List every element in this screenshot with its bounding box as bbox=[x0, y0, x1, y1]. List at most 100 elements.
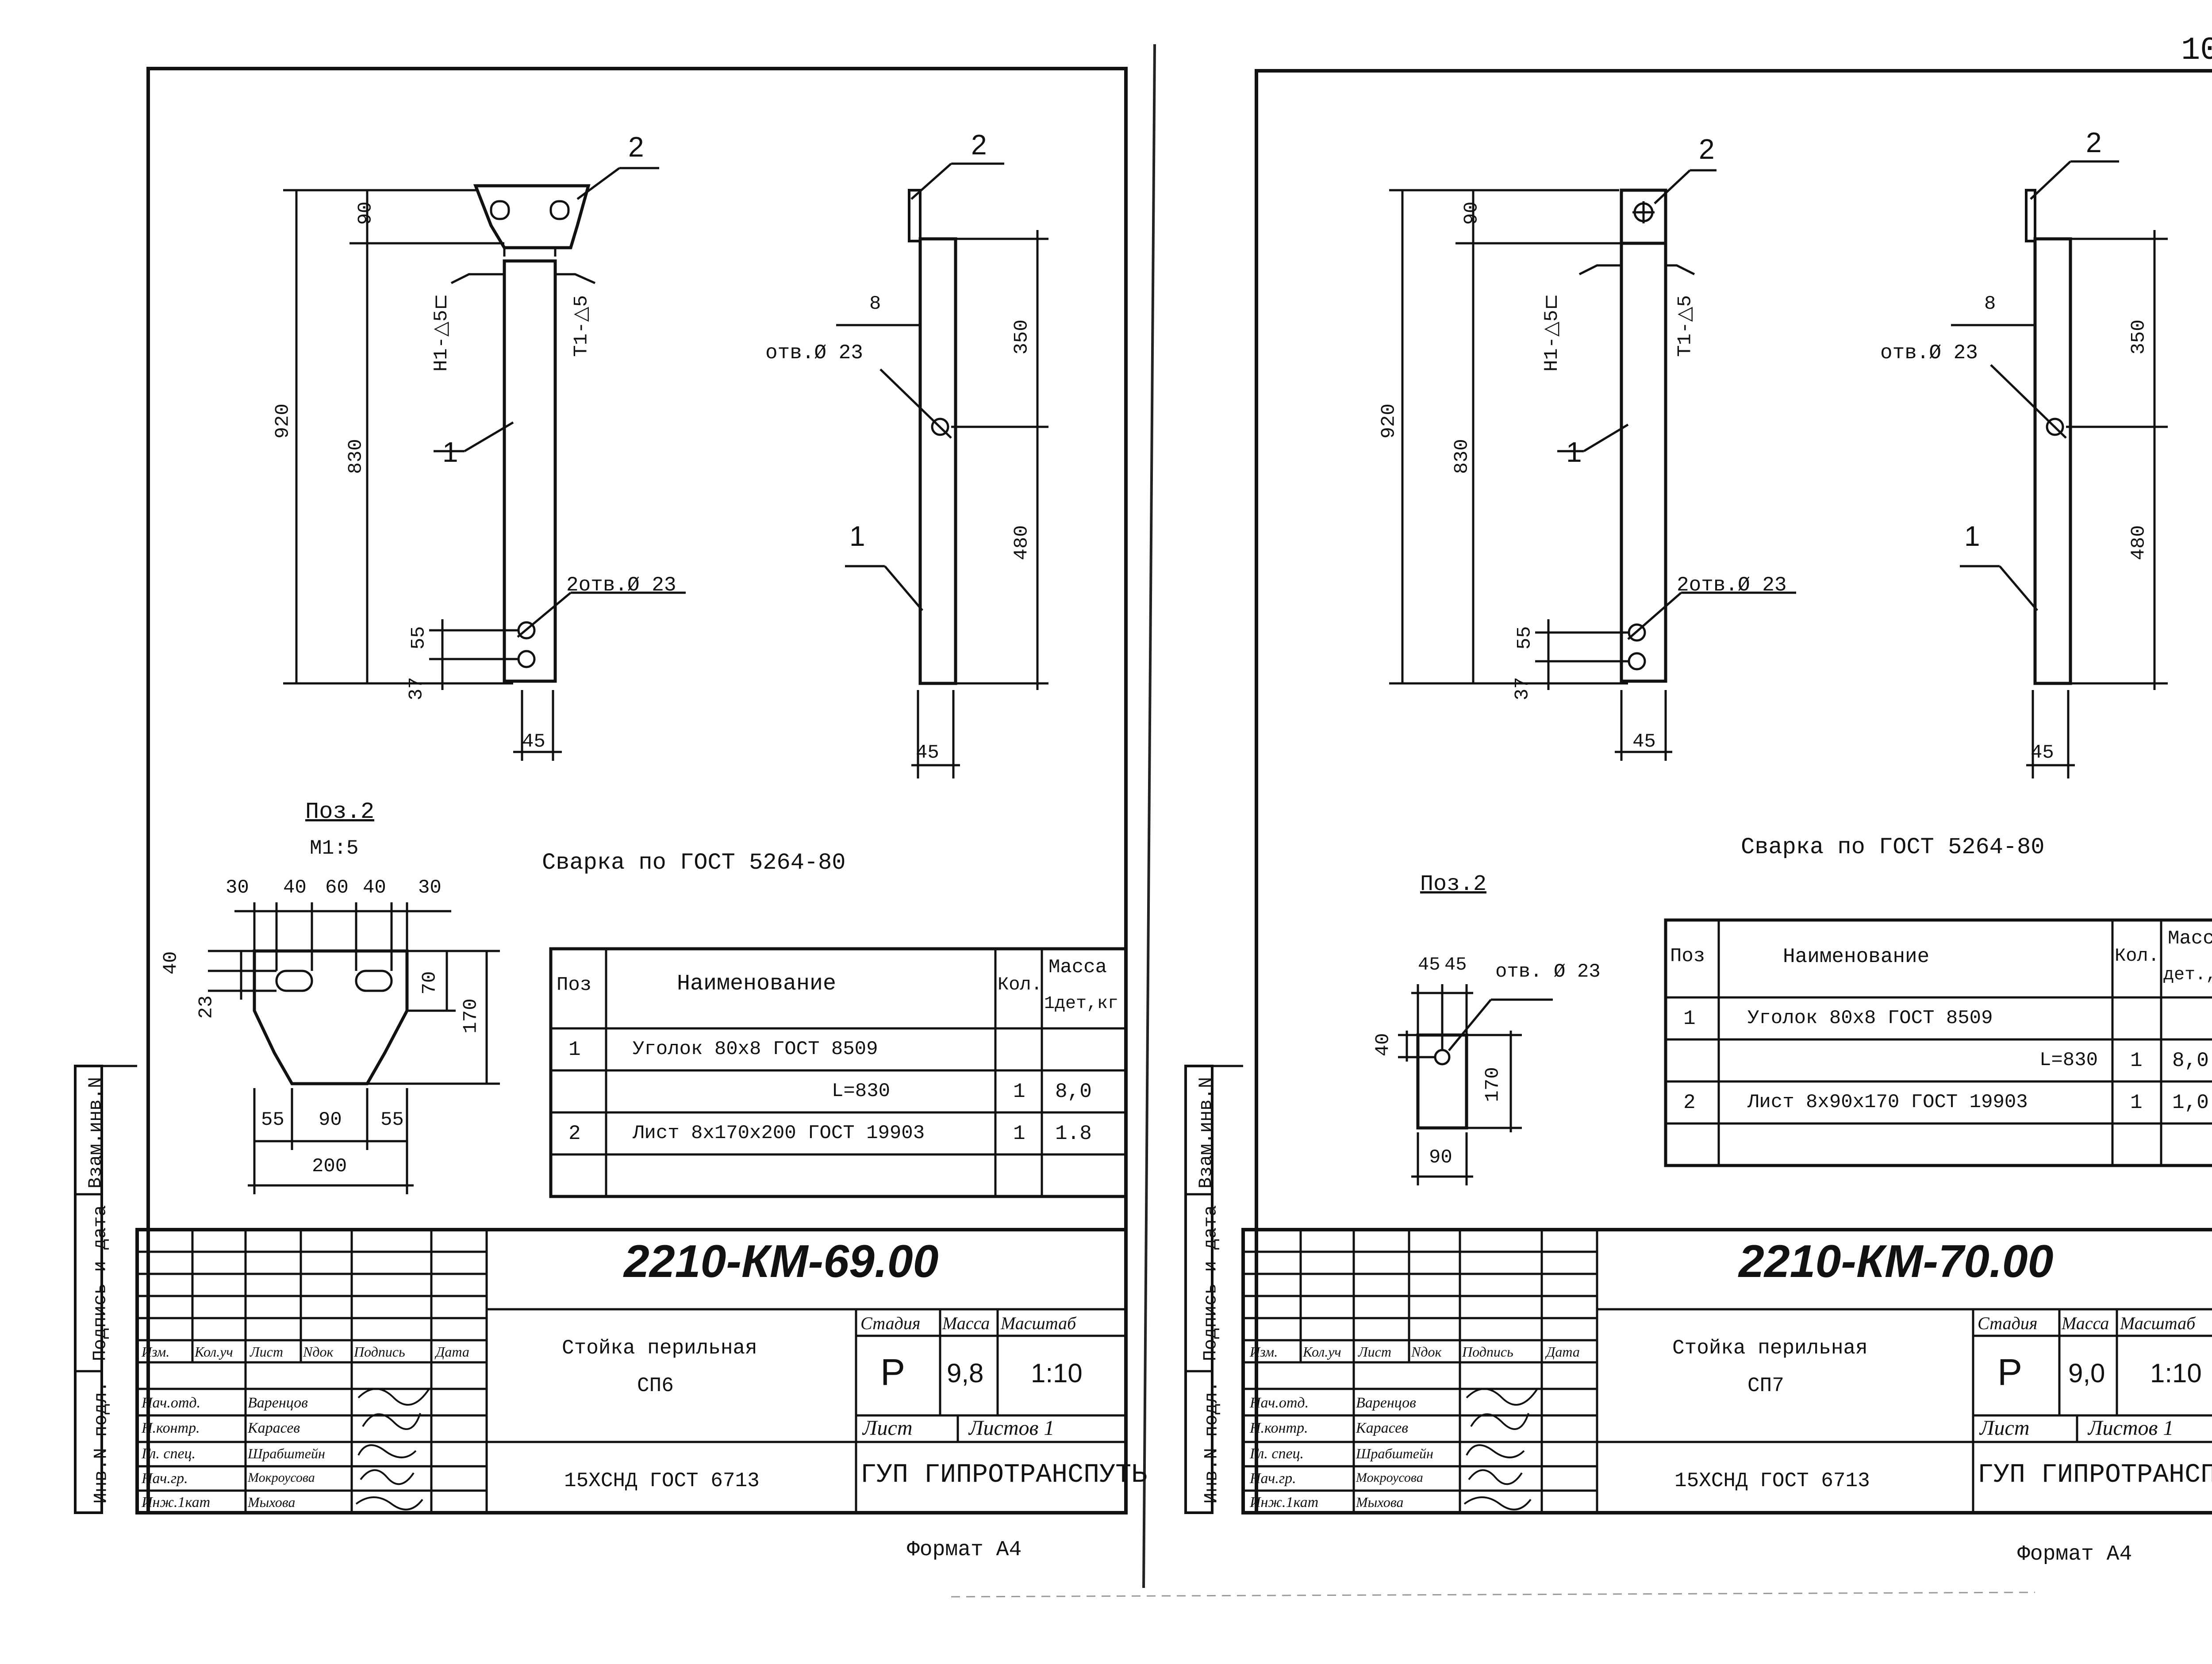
col-header-change: Изм. bbox=[1250, 1344, 1278, 1360]
weld-t1: Т1-△5 bbox=[1674, 295, 1697, 357]
spec-row1-name: Уголок 80х8 ГОСТ 8509 bbox=[633, 1038, 878, 1060]
detail-title: Поз.2 bbox=[305, 799, 375, 825]
organization: ГУП ГИПРОТРАНСПУТЬ bbox=[860, 1460, 1148, 1490]
person-role: Нач.гр. bbox=[142, 1470, 188, 1487]
dim-350: 350 bbox=[2128, 319, 2150, 355]
person-name: Карасев bbox=[1356, 1420, 1409, 1436]
spec-row2-name: L=830 bbox=[2039, 1049, 2098, 1071]
leader-pos-2-side: 2 bbox=[2086, 127, 2102, 158]
detail-scale: М1:5 bbox=[310, 837, 359, 860]
scale-label: Масштаб bbox=[1001, 1313, 1076, 1333]
doc-number: 2210-КМ-69.00 bbox=[624, 1236, 939, 1287]
spec-header-qty: Кол. bbox=[2115, 945, 2159, 966]
weld-t1: Т1-△5 bbox=[570, 295, 593, 357]
title-line2: СП6 bbox=[637, 1374, 674, 1397]
detail-top-dim: 40 bbox=[363, 877, 386, 899]
col-header-doc: Nдок bbox=[303, 1344, 334, 1360]
side-label-inv: Инв.N подл. bbox=[1201, 1381, 1222, 1504]
spec-row2-mass: 8,0 bbox=[2172, 1049, 2209, 1072]
person-name: Мокроусова bbox=[248, 1470, 315, 1485]
leader-pos-1-side: 1 bbox=[1964, 520, 1980, 552]
dim-90: 90 bbox=[354, 201, 377, 225]
organization: ГУП ГИПРОТРАНСПУТЬ bbox=[1978, 1460, 2212, 1490]
person-role: Нач.отд. bbox=[142, 1395, 201, 1411]
person-role: Нач.отд. bbox=[1250, 1395, 1309, 1411]
detail-top-dim: 30 bbox=[226, 877, 249, 899]
stage-value: Р bbox=[880, 1351, 906, 1393]
dim-45-side: 45 bbox=[916, 742, 939, 764]
spec-row3-qty: 1 bbox=[2130, 1091, 2143, 1114]
hole-label-one: отв.Ø 23 bbox=[1880, 341, 1978, 364]
format-label: Формат А4 bbox=[2017, 1542, 2132, 1566]
weld-h1: Н1-△5⊏ bbox=[430, 293, 453, 372]
stage-value: Р bbox=[1997, 1351, 2023, 1393]
dim-8: 8 bbox=[869, 293, 881, 315]
spec-row3-mass: 1,0 bbox=[2172, 1091, 2209, 1114]
spec-row3-pos: 2 bbox=[568, 1122, 581, 1145]
detail-dim-23: 23 bbox=[195, 995, 218, 1019]
dim-920: 920 bbox=[272, 403, 294, 439]
person-name: Карасев bbox=[248, 1420, 300, 1436]
spec-row3-qty: 1 bbox=[1013, 1122, 1025, 1145]
side-label-replace: Взам.инв.N bbox=[85, 1077, 107, 1189]
title-line2: СП7 bbox=[1747, 1374, 1784, 1397]
col-header-date: Дата bbox=[1546, 1344, 1580, 1360]
detail-bottom-dim: 55 bbox=[380, 1109, 404, 1131]
col-header-sheet: Лист bbox=[1358, 1344, 1391, 1360]
page-number: 10 bbox=[2181, 32, 2212, 69]
spec-row2-qty: 1 bbox=[2130, 1049, 2143, 1072]
sheet-right: 920 830 90 55 37 45 350 480 8 45 2 1 2 1… bbox=[1106, 0, 2212, 1664]
title-line1: Стойка перильная bbox=[562, 1337, 757, 1360]
dim-8: 8 bbox=[1984, 293, 1996, 315]
stage-label: Стадия bbox=[860, 1313, 921, 1333]
material: 15ХСНД ГОСТ 6713 bbox=[1674, 1469, 1870, 1492]
dim-920: 920 bbox=[1378, 403, 1400, 439]
detail-total: 200 bbox=[312, 1155, 347, 1177]
col-header-signature: Подпись bbox=[354, 1344, 405, 1360]
side-label-sign: Подпись и дата bbox=[1200, 1205, 1221, 1361]
detail-bottom-dim: 90 bbox=[319, 1109, 342, 1131]
spec-header-mass: Масса bbox=[2168, 928, 2212, 950]
spec-header-name: Наименование bbox=[677, 971, 837, 997]
hole-label-one: отв.Ø 23 bbox=[765, 341, 863, 364]
dim-55: 55 bbox=[407, 626, 430, 650]
person-role: Нач.гр. bbox=[1250, 1470, 1296, 1487]
spec-row3-mass: 1.8 bbox=[1055, 1122, 1092, 1145]
col-header-signature: Подпись bbox=[1462, 1344, 1513, 1360]
sheets-label: Листов 1 bbox=[2088, 1416, 2174, 1440]
scale-label: Масштаб bbox=[2120, 1313, 2196, 1333]
detail-top-dim: 45 bbox=[1418, 954, 1440, 975]
detail-top-dim: 40 bbox=[283, 877, 307, 899]
detail-hole: отв. Ø 23 bbox=[1495, 961, 1601, 983]
leader-pos-2-front: 2 bbox=[628, 131, 644, 163]
col-header-sheet: Лист bbox=[250, 1344, 283, 1360]
detail-dim-170: 170 bbox=[1482, 1067, 1504, 1102]
dim-37: 37 bbox=[1511, 677, 1534, 701]
person-name: Варенцов bbox=[1356, 1395, 1416, 1411]
col-header-count: Кол.уч bbox=[195, 1344, 233, 1360]
dim-45-front: 45 bbox=[522, 731, 545, 753]
weld-note: Сварка по ГОСТ 5264-80 bbox=[542, 850, 846, 876]
spec-row1-name: Уголок 80х8 ГОСТ 8509 bbox=[1747, 1007, 1993, 1029]
detail-dim-40: 40 bbox=[160, 951, 182, 975]
col-header-date: Дата bbox=[436, 1344, 469, 1360]
weld-note: Сварка по ГОСТ 5264-80 bbox=[1741, 834, 2045, 860]
dim-480: 480 bbox=[2128, 525, 2150, 560]
side-label-sign: Подпись и дата bbox=[89, 1205, 111, 1361]
spec-row3-name: Лист 8х170х200 ГОСТ 19903 bbox=[633, 1122, 925, 1144]
leader-pos-1-front: 1 bbox=[1566, 436, 1582, 468]
spec-header-pos: Поз bbox=[557, 974, 592, 996]
person-role: Инж.1кат bbox=[1250, 1494, 1319, 1511]
detail-top-dim: 30 bbox=[418, 877, 442, 899]
side-label-inv: Инв.N подл. bbox=[90, 1381, 112, 1504]
weld-h1: Н1-△5⊏ bbox=[1541, 293, 1563, 372]
person-role: Инж.1кат bbox=[142, 1494, 211, 1511]
spec-row2-mass: 8,0 bbox=[1055, 1080, 1092, 1103]
person-name: Варенцов bbox=[248, 1395, 308, 1411]
format-label: Формат А4 bbox=[907, 1538, 1022, 1562]
dim-830: 830 bbox=[1451, 439, 1473, 474]
spec-header-mass-sub: дет.,кг bbox=[2163, 965, 2212, 985]
material: 15ХСНД ГОСТ 6713 bbox=[564, 1469, 760, 1492]
col-header-doc: Nдок bbox=[1411, 1344, 1442, 1360]
